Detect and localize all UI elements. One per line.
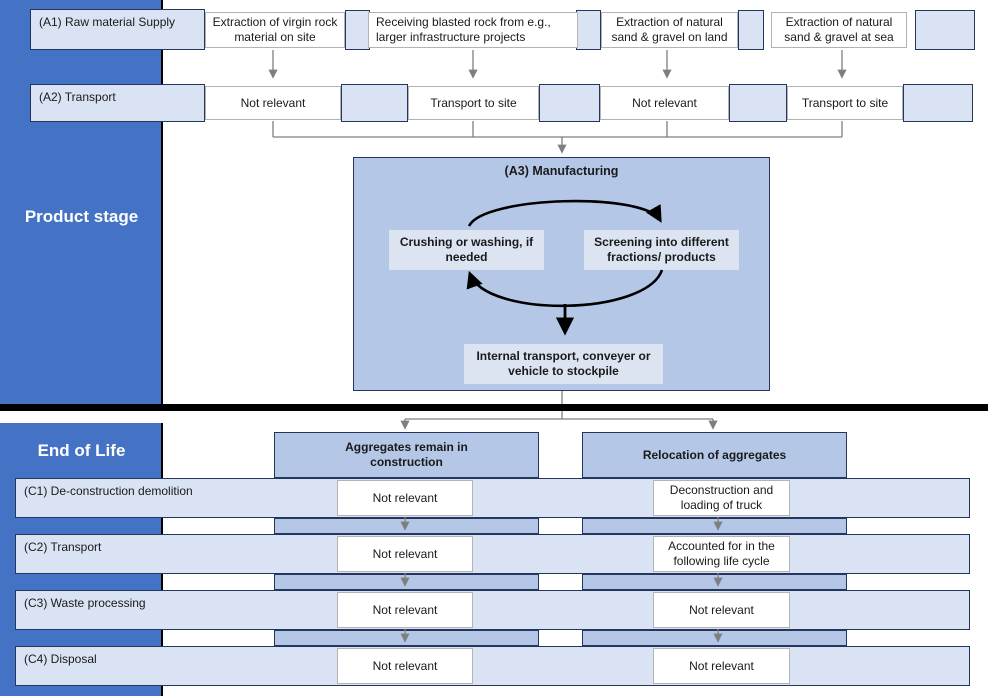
c4-relocation-cell: Not relevant — [653, 648, 790, 684]
column-strip — [582, 518, 847, 534]
filler-box — [341, 84, 408, 122]
filler-box — [576, 10, 601, 50]
c1-remain-cell: Not relevant — [337, 480, 473, 516]
filler-box — [738, 10, 764, 50]
eol-column-relocation: Relocation of aggregates — [582, 432, 847, 478]
a1-cell-sand-gravel-land: Extraction of natural sand & gravel on l… — [601, 12, 738, 48]
column-strip — [274, 630, 539, 646]
filler-box — [539, 84, 600, 122]
filler-box — [345, 10, 370, 50]
manufacturing-title: (A3) Manufacturing — [504, 164, 619, 178]
c2-relocation-cell: Accounted for in the following life cycl… — [653, 536, 790, 572]
a2-cell-4: Transport to site — [787, 86, 903, 120]
row-c2: (C2) Transport — [15, 534, 970, 574]
c2-remain-cell: Not relevant — [337, 536, 473, 572]
column-strip — [274, 574, 539, 590]
row-c4: (C4) Disposal — [15, 646, 970, 686]
row-label-a2: (A2) Transport — [30, 84, 205, 122]
product-stage-section-bar — [0, 0, 163, 405]
step-internal-transport: Internal transport, conveyer or vehicle … — [464, 344, 663, 384]
a1-cell-blasted-rock: Receiving blasted rock from e.g., larger… — [368, 12, 578, 48]
step-crushing: Crushing or washing, if needed — [389, 230, 544, 270]
a1-cell-virgin-rock: Extraction of virgin rock material on si… — [205, 12, 345, 48]
column-strip — [274, 518, 539, 534]
row-label-a1: (A1) Raw material Supply — [30, 9, 205, 50]
step-screening: Screening into different fractions/ prod… — [584, 230, 739, 270]
a2-cell-1: Not relevant — [205, 86, 341, 120]
row-label-c3: (C3) Waste processing — [24, 596, 146, 610]
filler-box — [903, 84, 973, 122]
row-label-c4: (C4) Disposal — [24, 652, 97, 666]
product-stage-title: Product stage — [24, 207, 139, 226]
column-strip — [582, 630, 847, 646]
c4-remain-cell: Not relevant — [337, 648, 473, 684]
column-strip — [582, 574, 847, 590]
a1-cell-sand-gravel-sea: Extraction of natural sand & gravel at s… — [771, 12, 907, 48]
filler-box — [729, 84, 787, 122]
c3-relocation-cell: Not relevant — [653, 592, 790, 628]
section-divider — [0, 404, 988, 411]
a2-cell-3: Not relevant — [600, 86, 729, 120]
eol-column-remain: Aggregates remain in construction — [274, 432, 539, 478]
row-label-c1: (C1) De-construction demolition — [24, 484, 193, 498]
a2-cell-2: Transport to site — [408, 86, 539, 120]
c1-relocation-cell: Deconstruction and loading of truck — [653, 480, 790, 516]
filler-box — [915, 10, 975, 50]
c3-remain-cell: Not relevant — [337, 592, 473, 628]
row-c1: (C1) De-construction demolition — [15, 478, 970, 518]
row-c3: (C3) Waste processing — [15, 590, 970, 630]
manufacturing-box: (A3) Manufacturing Crushing or washing, … — [353, 157, 770, 391]
end-of-life-title: End of Life — [37, 441, 126, 460]
row-label-c2: (C2) Transport — [24, 540, 102, 554]
